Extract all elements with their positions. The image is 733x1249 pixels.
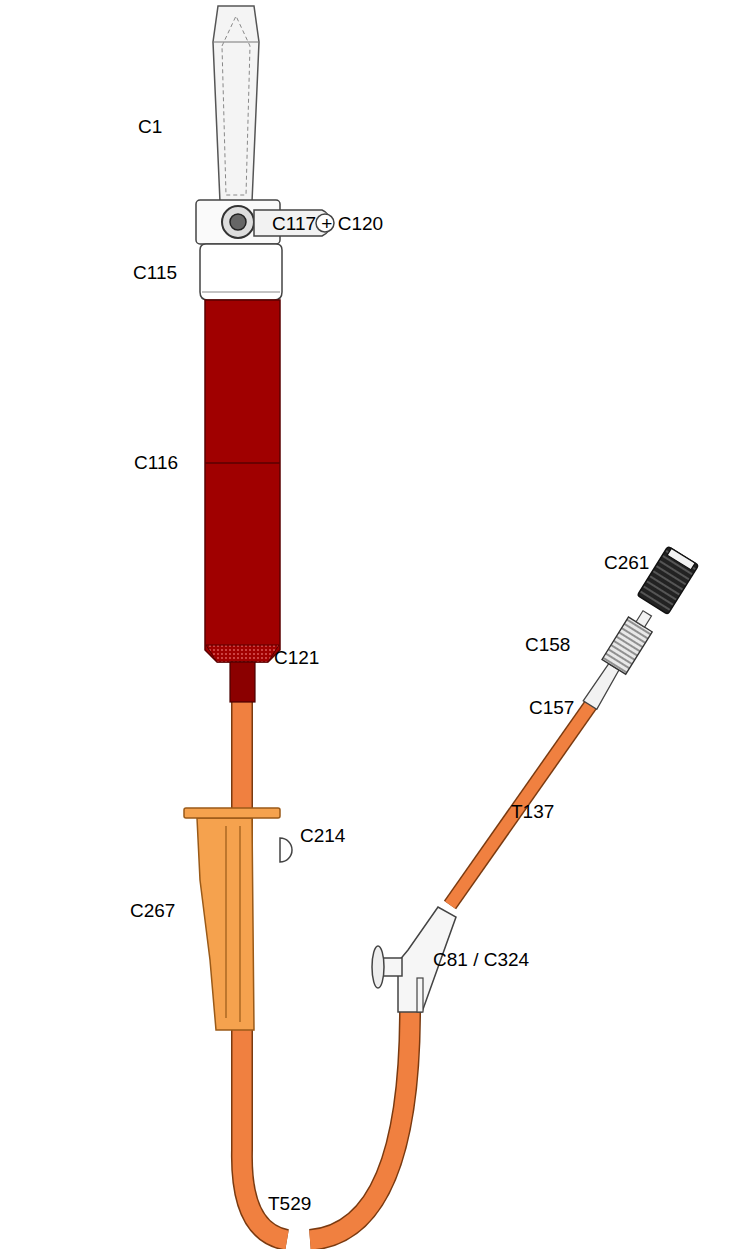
luer-body bbox=[583, 663, 620, 710]
roller-clamp bbox=[197, 818, 254, 1030]
part-label: T529 bbox=[268, 1194, 311, 1213]
y-site-disk bbox=[372, 946, 384, 988]
vent-cap-inner bbox=[230, 214, 246, 230]
tube bbox=[450, 703, 592, 905]
part-label: C214 bbox=[300, 826, 345, 845]
part-label: C1 bbox=[138, 117, 162, 136]
cap-end bbox=[667, 548, 695, 570]
part-label: T137 bbox=[511, 802, 554, 821]
part-label: C267 bbox=[130, 901, 175, 920]
part-label: C157 bbox=[529, 698, 574, 717]
spike-edge bbox=[213, 42, 259, 43]
collar-edge bbox=[202, 292, 280, 293]
part-label: C115 bbox=[133, 263, 177, 282]
drip-chamber-collar bbox=[200, 244, 282, 300]
part-label: C121 bbox=[274, 648, 319, 667]
part-label: C158 bbox=[525, 635, 570, 654]
spike bbox=[213, 6, 259, 202]
luer-tip bbox=[636, 611, 651, 627]
clamp-roller bbox=[280, 838, 292, 862]
tube-outline bbox=[450, 703, 592, 905]
part-label: C261 bbox=[604, 553, 649, 572]
tube-outline bbox=[310, 1000, 410, 1240]
part-label: C117 + C120 bbox=[272, 214, 383, 233]
clamp-slot bbox=[226, 826, 240, 1022]
y-site-tab bbox=[417, 978, 423, 1012]
part-label: C116 bbox=[134, 453, 178, 472]
chamber-outlet bbox=[230, 662, 255, 702]
drip-chamber bbox=[205, 300, 280, 662]
chamber-filter bbox=[206, 645, 279, 662]
clamp-flange bbox=[184, 808, 280, 818]
chamber-seam bbox=[205, 462, 280, 464]
spike-inner bbox=[222, 16, 250, 195]
vent-cap bbox=[222, 206, 254, 238]
part-label: C81 / C324 bbox=[433, 950, 529, 969]
tube bbox=[310, 1000, 410, 1240]
